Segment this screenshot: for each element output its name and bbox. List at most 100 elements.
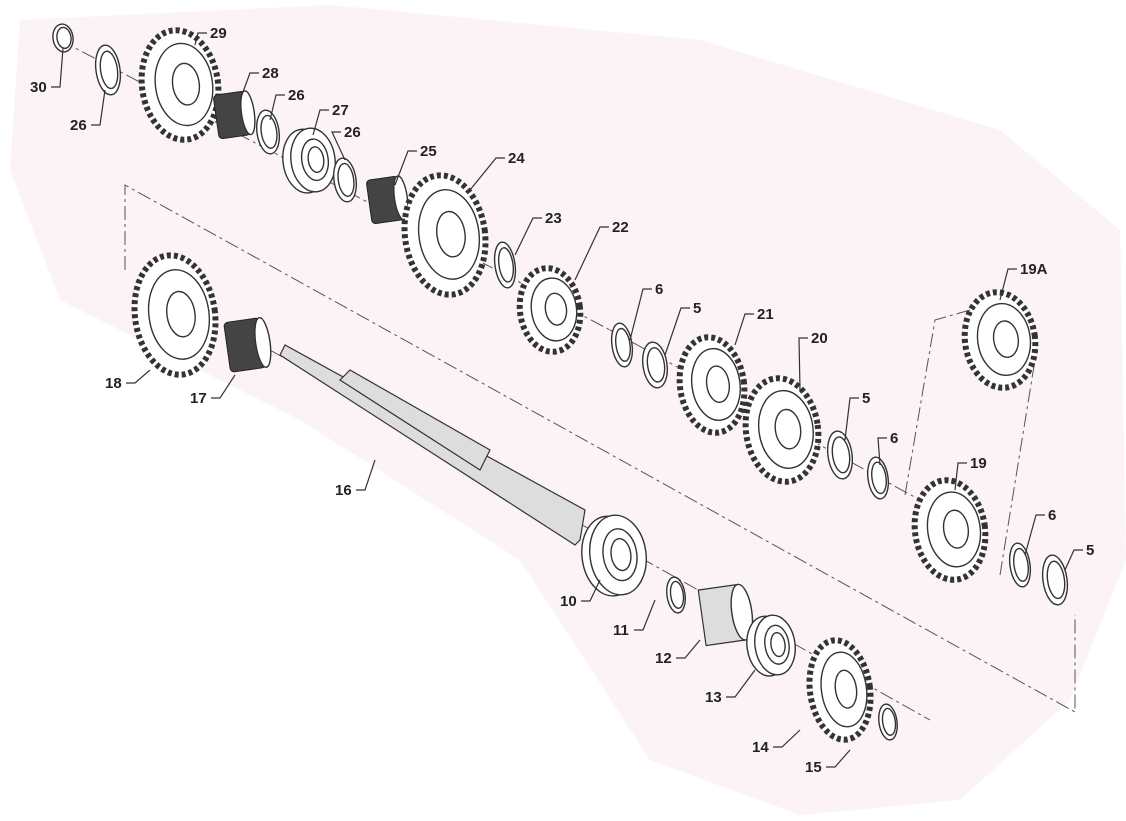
callout-5: 5 <box>664 300 701 356</box>
snap-ring-5c <box>1041 554 1069 606</box>
snap-ring-6b <box>866 456 890 500</box>
callout-19A: 19A <box>999 261 1048 301</box>
callout-label: 22 <box>612 219 629 236</box>
needle-bearing-28 <box>213 90 256 139</box>
needle-bearing-25 <box>366 175 409 224</box>
callout-29: 29 <box>194 25 227 46</box>
gear-20 <box>742 375 822 485</box>
callout-label: 13 <box>705 689 722 706</box>
leader-line <box>664 307 690 356</box>
leader-line <box>91 89 106 126</box>
callout-label: 6 <box>1048 507 1056 524</box>
leader-line <box>877 437 887 466</box>
snap-ring-5b <box>826 430 854 480</box>
callout-26: 26 <box>269 87 305 121</box>
leader-line <box>954 462 967 491</box>
callout-13: 13 <box>705 669 756 706</box>
leader-line <box>394 150 417 186</box>
gear-19A <box>961 289 1039 391</box>
callout-30: 30 <box>30 47 64 96</box>
snap-ring-11 <box>666 576 686 614</box>
leader-line <box>734 313 754 346</box>
leader-line <box>634 599 656 631</box>
leader-line <box>676 639 701 659</box>
callout-23: 23 <box>514 210 562 256</box>
callout-12: 12 <box>655 639 701 667</box>
shaft-spline <box>339 369 491 471</box>
bearing-10 <box>581 514 647 597</box>
callout-label: 5 <box>862 390 870 407</box>
19A-bracket-left <box>904 309 971 496</box>
callout-17: 17 <box>190 374 236 407</box>
callout-label: 30 <box>30 79 47 96</box>
callout-27: 27 <box>312 102 349 136</box>
gear-18 <box>131 252 219 378</box>
gear-24 <box>401 172 489 298</box>
callout-21: 21 <box>734 306 774 346</box>
spacer-12 <box>697 583 754 647</box>
leader-line <box>726 669 756 698</box>
leader-line <box>798 337 808 391</box>
callout-19: 19 <box>954 455 987 491</box>
washer-26c <box>332 157 358 203</box>
leader-line <box>239 72 259 101</box>
callout-label: 28 <box>262 65 279 82</box>
leader-line <box>51 47 64 88</box>
shaft-16 <box>279 344 586 546</box>
callout-14: 14 <box>752 729 801 756</box>
callout-label: 5 <box>693 300 701 317</box>
callout-label: 6 <box>655 281 663 298</box>
callout-label: 16 <box>335 482 352 499</box>
callout-label: 23 <box>545 210 562 227</box>
gear-29 <box>138 27 222 143</box>
leader-line <box>331 131 346 161</box>
callout-label: 19A <box>1020 261 1048 278</box>
washer-23 <box>493 241 517 289</box>
gear-19 <box>911 477 989 583</box>
leader-line <box>844 397 859 441</box>
callout-18: 18 <box>105 369 151 392</box>
callout-label: 10 <box>560 593 577 610</box>
washer-26 <box>94 44 122 96</box>
sprocket-14 <box>806 637 874 743</box>
callout-6: 6 <box>877 430 898 466</box>
callout-label: 18 <box>105 375 122 392</box>
callout-5: 5 <box>844 390 870 441</box>
leader-line <box>826 749 851 768</box>
callout-25: 25 <box>394 143 437 186</box>
leader-line <box>574 226 609 281</box>
callout-label: 6 <box>890 430 898 447</box>
callout-11: 11 <box>613 599 656 639</box>
leader-line <box>211 374 236 399</box>
callout-label: 25 <box>420 143 437 160</box>
leader-line <box>1024 514 1045 556</box>
callout-22: 22 <box>574 219 629 281</box>
callout-label: 27 <box>332 102 349 119</box>
callout-label: 12 <box>655 650 672 667</box>
callout-label: 19 <box>970 455 987 472</box>
callout-label: 26 <box>70 117 87 134</box>
leader-line <box>773 729 801 748</box>
gear-21 <box>676 334 748 436</box>
washer-26b <box>255 109 281 155</box>
callout-label: 24 <box>508 150 525 167</box>
snap-ring-30 <box>52 23 74 53</box>
bearing-27 <box>282 127 336 194</box>
assembly-frame-line <box>124 184 1076 713</box>
needle-bearing-17 <box>223 317 272 373</box>
background-blob <box>10 5 1126 815</box>
callout-label: 14 <box>752 739 769 756</box>
callout-15: 15 <box>805 749 851 776</box>
leader-line <box>312 109 329 136</box>
leader-line <box>269 94 285 121</box>
callout-28: 28 <box>239 65 279 101</box>
snap-ring-5 <box>641 341 669 389</box>
leader-line <box>514 217 542 256</box>
leader-line <box>629 288 652 341</box>
bushing-13 <box>746 614 796 677</box>
callout-label: 15 <box>805 759 822 776</box>
callout-6: 6 <box>629 281 663 341</box>
callout-6: 6 <box>1024 507 1056 556</box>
callout-24: 24 <box>469 150 525 191</box>
